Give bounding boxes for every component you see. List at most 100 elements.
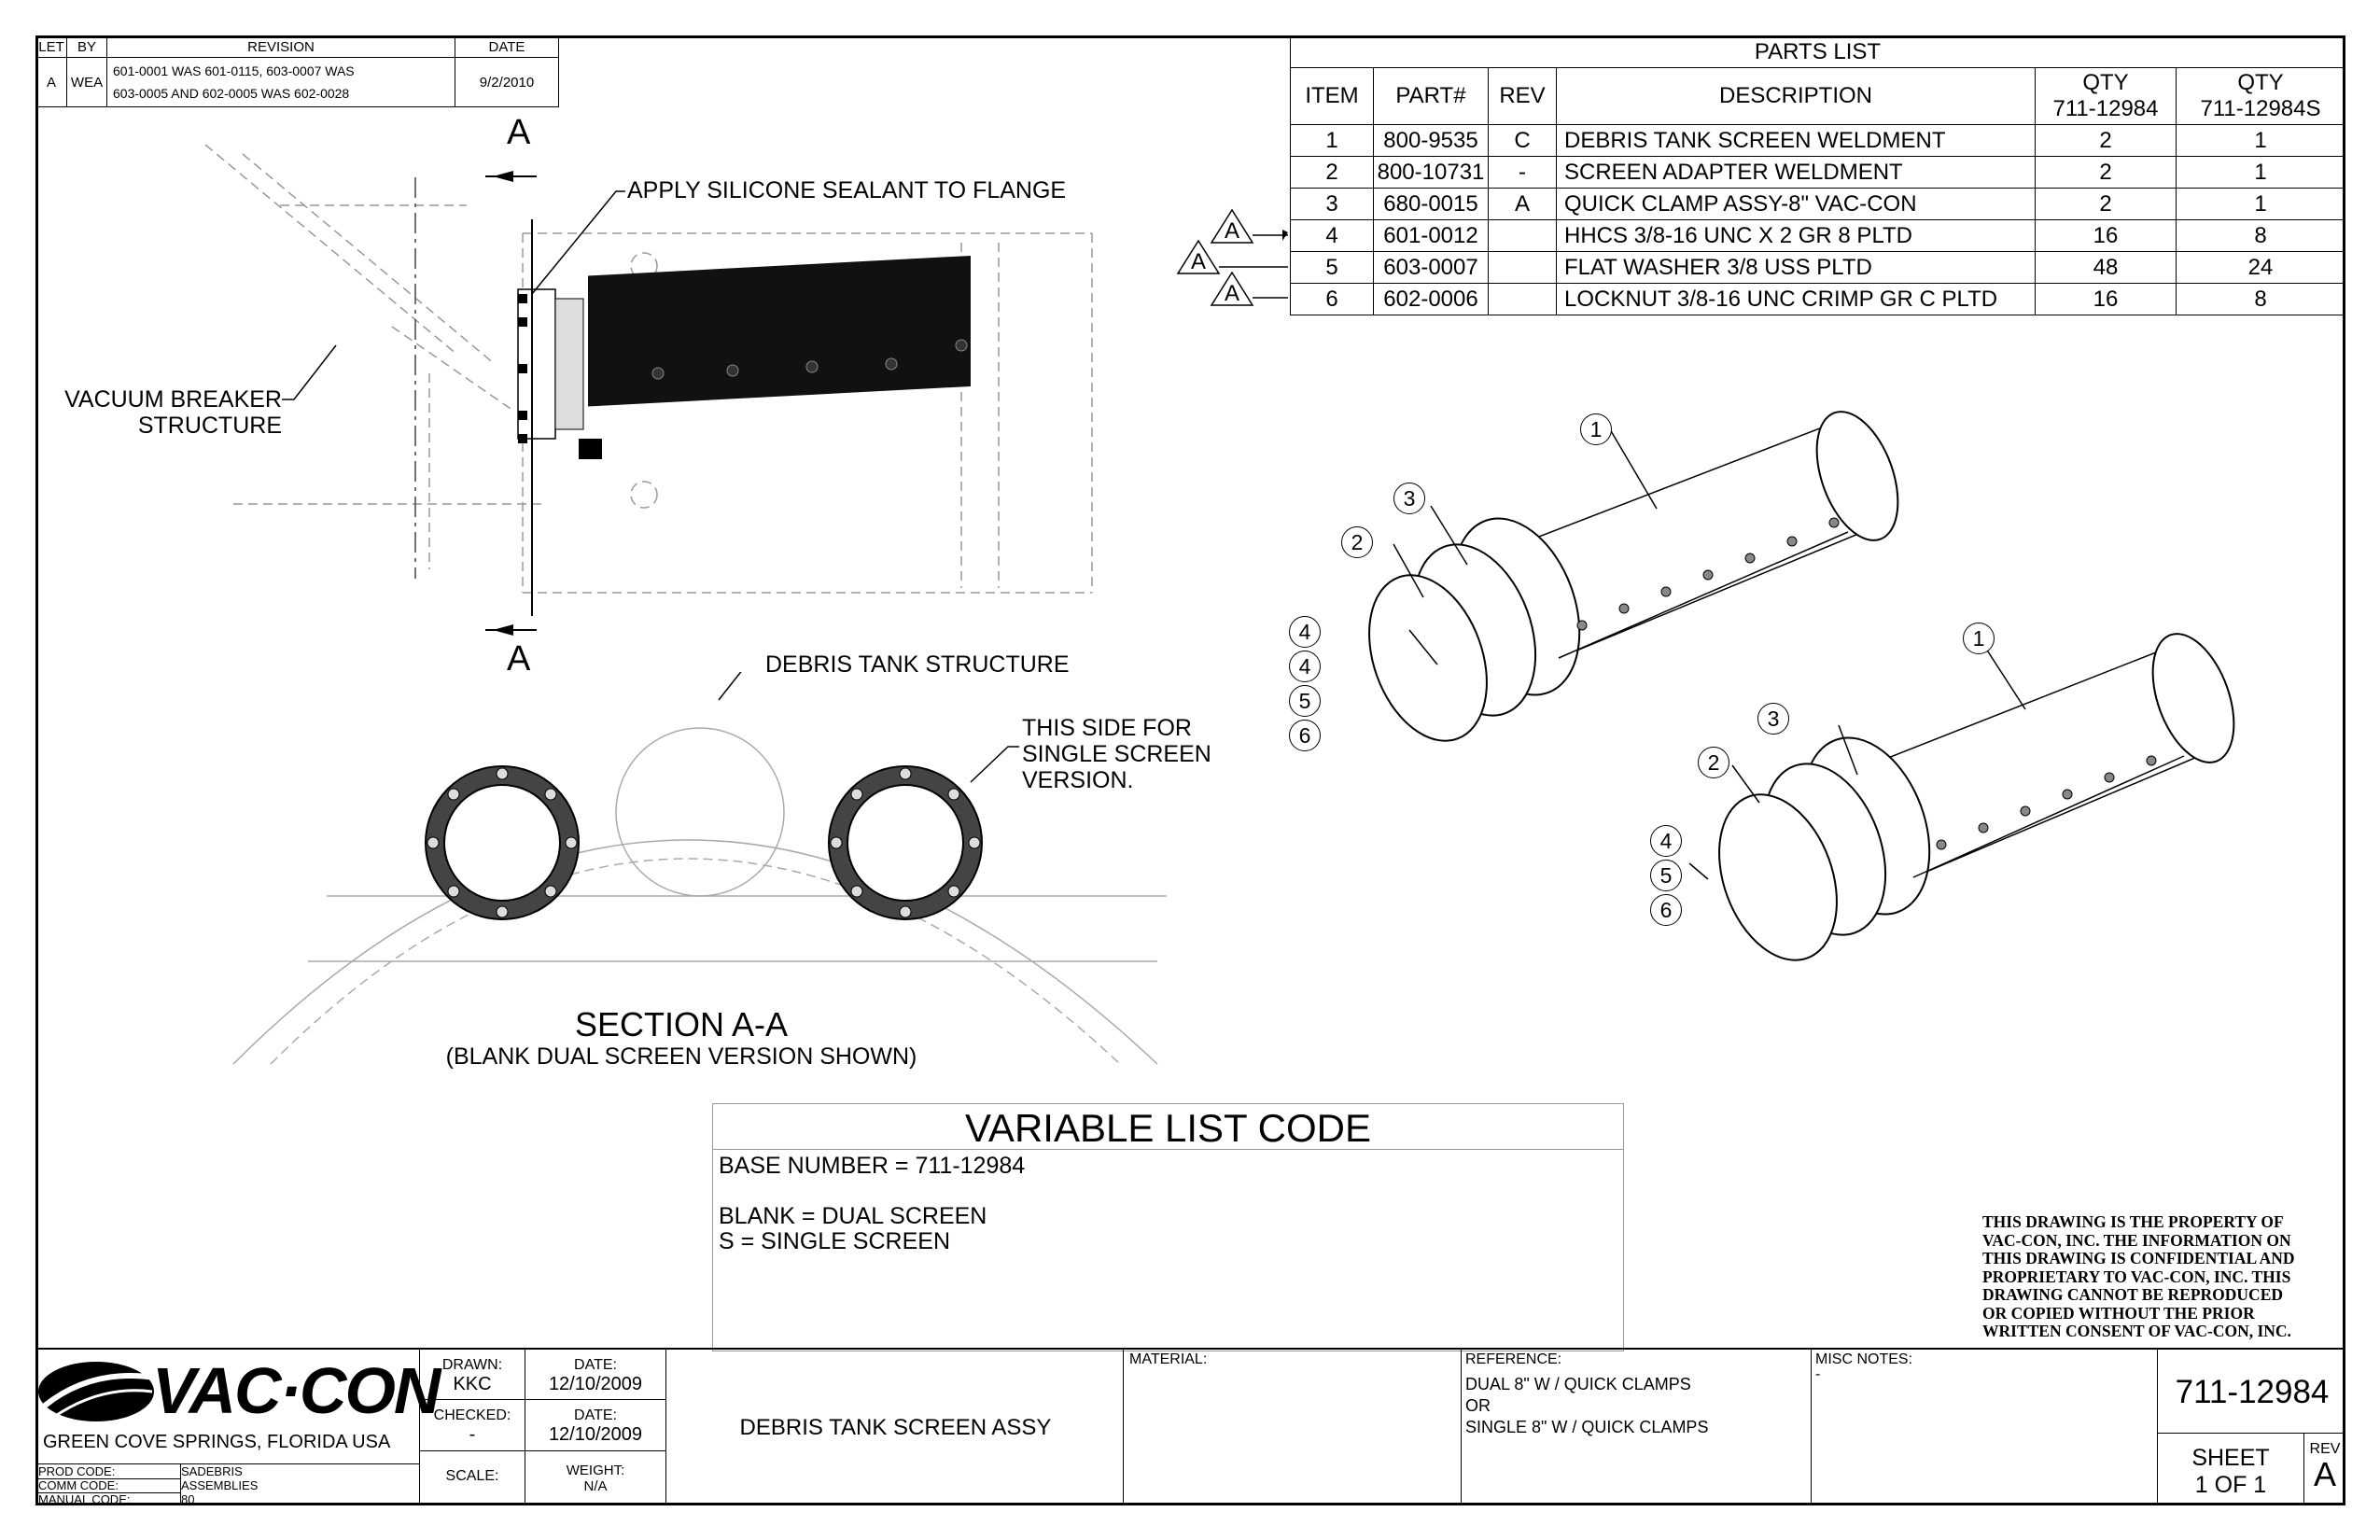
codes-cell: PROD CODE: SADEBRIS COMM CODE: ASSEMBLIE…: [35, 1463, 420, 1506]
parts-header-item: ITEM: [1290, 67, 1374, 125]
notice-line: DRAWING CANNOT BE REPRODUCED: [1982, 1285, 2283, 1304]
parts-description: FLAT WASHER 3/8 USS PLTD: [1556, 251, 2036, 284]
drawing-border: [35, 35, 2345, 1505]
title-block: VAC·CON GREEN COVE SPRINGS, FLORIDA USA …: [35, 1348, 2345, 1506]
drawn-by: KKC: [453, 1374, 492, 1394]
parts-header-description: DESCRIPTION: [1556, 67, 2036, 125]
section-subtitle: (BLANK DUAL SCREEN VERSION SHOWN): [445, 1043, 917, 1070]
balloon-item: 3: [1393, 483, 1425, 514]
checked-by: -: [469, 1424, 476, 1445]
parts-header-qty2: QTY 711-12984S: [2176, 67, 2345, 125]
variable-s: S = SINGLE SCREEN: [719, 1228, 950, 1254]
section-mark-bottom: A: [507, 639, 531, 679]
revision-flag-triangle: [1210, 208, 1254, 244]
checked-date-cell: DATE: 12/10/2009: [525, 1399, 666, 1451]
parts-part-number: 800-9535: [1373, 124, 1489, 157]
revision-table: LET BY REVISION DATE A WEA 601-0001 WAS …: [35, 35, 559, 107]
parts-part-number: 680-0015: [1373, 188, 1489, 220]
reference-text: DUAL 8" W / QUICK CLAMPS OR SINGLE 8" W …: [1465, 1374, 1708, 1438]
checked-cell: CHECKED: -: [419, 1399, 525, 1451]
balloon-item: 4: [1650, 825, 1682, 857]
reference-label: REFERENCE:: [1465, 1351, 1562, 1367]
balloon-item: 1: [1963, 623, 1995, 654]
parts-list-title: PARTS LIST: [1290, 35, 2345, 68]
isometric-assembly-upper: [1368, 411, 1899, 742]
parts-rev: [1488, 251, 1557, 284]
vacuum-breaker-note: VACUUM BREAKER STRUCTURE: [62, 386, 282, 439]
qty2-variant: 711-12984S: [2200, 96, 2321, 121]
single-side-line3: VERSION.: [1022, 767, 1134, 793]
drawing-number: 711-12984: [2175, 1374, 2330, 1410]
vac-con-logo: [38, 1362, 156, 1421]
reference-line2: OR: [1465, 1396, 1491, 1415]
parts-item: 2: [1290, 156, 1374, 189]
misc-notes-label: MISC NOTES:: [1815, 1351, 1913, 1367]
parts-description: HHCS 3/8-16 UNC X 2 GR 8 PLTD: [1556, 219, 2036, 252]
screen-flange-right: [828, 765, 983, 920]
parts-item: 1: [1290, 124, 1374, 157]
balloon-item: 3: [1757, 703, 1789, 735]
vacuum-breaker-line1: VACUUM BREAKER: [64, 386, 282, 413]
parts-qty1: 16: [2035, 283, 2177, 315]
proprietary-notice: THIS DRAWING IS THE PROPERTY OF VAC-CON,…: [1982, 1212, 2346, 1341]
prod-code: SADEBRIS: [181, 1464, 243, 1478]
balloon-item: 2: [1341, 526, 1373, 558]
sheet-cell: SHEET 1 OF 1: [2157, 1433, 2304, 1505]
rev-header-let: LET: [35, 35, 67, 58]
logo-cell: VAC·CON GREEN COVE SPRINGS, FLORIDA USA: [35, 1348, 441, 1464]
material-cell: MATERIAL:: [1123, 1348, 1462, 1505]
parts-qty1: 2: [2035, 188, 2177, 220]
rev-row: A WEA 601-0001 WAS 601-0115, 603-0007 WA…: [35, 57, 559, 107]
parts-part-number: 603-0007: [1373, 251, 1489, 284]
balloon-item: 6: [1289, 720, 1321, 751]
balloon-item: 4: [1289, 651, 1321, 682]
rev-by: WEA: [66, 57, 107, 107]
weight-cell: WEIGHT: N/A: [525, 1450, 666, 1505]
revision-flag-a2: A: [1191, 249, 1206, 274]
single-side-line2: SINGLE SCREEN: [1022, 741, 1211, 767]
rev-letter: A: [2313, 1455, 2336, 1493]
checked-date: 12/10/2009: [548, 1424, 643, 1445]
parts-description: LOCKNUT 3/8-16 UNC CRIMP GR C PLTD: [1556, 283, 2036, 315]
parts-qty1: 16: [2035, 219, 2177, 252]
rev-cell: REV A: [2303, 1433, 2345, 1505]
parts-qty2: 1: [2176, 124, 2345, 157]
rev-header-revision: REVISION: [106, 35, 455, 58]
isometric-assembly-lower: [1718, 633, 2235, 961]
parts-item: 3: [1290, 188, 1374, 220]
parts-qty2: 8: [2176, 283, 2345, 315]
qty1-label: QTY: [2082, 70, 2129, 95]
parts-qty2: 8: [2176, 219, 2345, 252]
drawn-date-label: DATE:: [574, 1357, 617, 1373]
notice-line: THIS DRAWING IS THE PROPERTY OF: [1982, 1212, 2284, 1231]
balloon-item: 5: [1289, 685, 1321, 717]
parts-description: DEBRIS TANK SCREEN WELDMENT: [1556, 124, 2036, 157]
parts-item: 4: [1290, 219, 1374, 252]
section-title: SECTION A-A: [574, 1005, 789, 1043]
variable-list-code: VARIABLE LIST CODE BASE NUMBER = 711-129…: [712, 1103, 1624, 1351]
scale-cell: SCALE:: [419, 1450, 525, 1505]
company-name: VAC·CON: [152, 1354, 441, 1427]
parts-rev: C: [1488, 124, 1557, 157]
vacuum-breaker-line2: STRUCTURE: [137, 413, 282, 439]
drawn-cell: DRAWN: KKC: [419, 1348, 525, 1400]
parts-qty1: 2: [2035, 124, 2177, 157]
comm-code: ASSEMBLIES: [181, 1478, 259, 1492]
parts-qty2: 24: [2176, 251, 2345, 284]
notice-line: WRITTEN CONSENT OF VAC-CON, INC.: [1982, 1322, 2291, 1340]
balloon-item: 1: [1580, 413, 1612, 445]
sealant-leader: [531, 190, 625, 295]
side-view-drawing: [204, 144, 1093, 616]
rev-desc-line1: 601-0001 WAS 601-0115, 603-0007 WAS: [113, 63, 355, 78]
variable-blank: BLANK = DUAL SCREEN: [719, 1203, 987, 1229]
parts-qty2: 1: [2176, 188, 2345, 220]
company-location: GREEN COVE SPRINGS, FLORIDA USA: [43, 1432, 391, 1452]
weight-label: WEIGHT:: [566, 1463, 625, 1478]
revision-flag-a3: A: [1225, 281, 1239, 306]
parts-description: SCREEN ADAPTER WELDMENT: [1556, 156, 2036, 189]
comm-code-label: COMM CODE:: [35, 1478, 181, 1493]
misc-notes: -: [1815, 1366, 1821, 1382]
parts-part-number: 602-0006: [1373, 283, 1489, 315]
single-side-line1: THIS SIDE FOR: [1022, 715, 1192, 741]
